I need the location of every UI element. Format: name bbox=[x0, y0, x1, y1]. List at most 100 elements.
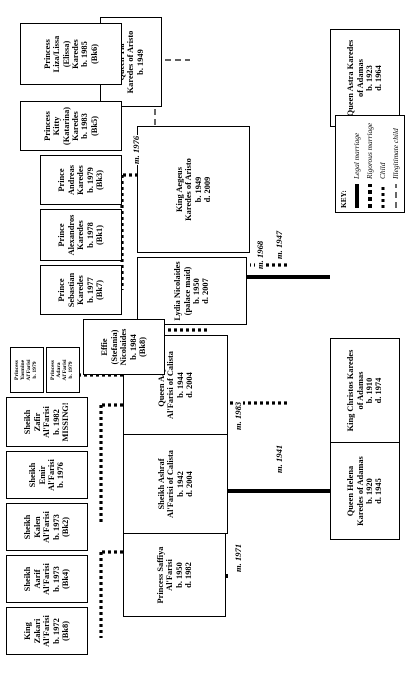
legend-label-child: Child bbox=[378, 162, 387, 179]
person-astra-line2: of Adamas bbox=[355, 59, 365, 97]
person-sebastian: Prince Sebastian Karedes b. 1977 (Bk7) bbox=[40, 265, 122, 315]
legend-title: KEY: bbox=[339, 190, 348, 208]
person-effie: Effie (Stefania) Nicolaides b. 1984 (Bk8… bbox=[83, 319, 165, 375]
person-andreas-line2: Andreas bbox=[66, 164, 76, 196]
legend-row-illegitimate: Illegitimate child bbox=[389, 120, 402, 208]
person-elissa-line6: (Bk6) bbox=[89, 44, 99, 65]
person-christos-line4: d. 1974 bbox=[374, 377, 384, 404]
person-saffiya-line2: Al'Farisi bbox=[165, 559, 175, 591]
person-kalen: Sheikh Kalen Al'Farisi b. 1973 (Bk2) bbox=[6, 503, 88, 551]
person-ashraf-line2: Al'Farisi of Calista bbox=[166, 450, 176, 518]
person-sebastian-line3: Karedes bbox=[76, 275, 86, 305]
person-helena-line1: Queen Helena bbox=[346, 465, 356, 517]
person-zafir-line3: Al'Farisi bbox=[42, 406, 52, 438]
person-alexandros-line1: Prince bbox=[57, 223, 67, 247]
person-kalen-line5: (Bk2) bbox=[61, 517, 71, 538]
person-effie-line4: b. 1984 bbox=[128, 334, 138, 360]
person-helena-line4: d. 1945 bbox=[374, 478, 384, 504]
legend-label-illegitimate: Illegitimate child bbox=[391, 128, 400, 179]
person-andreas-line3: Karedes bbox=[76, 165, 86, 195]
person-kalen-line2: Kalen bbox=[32, 516, 42, 538]
person-kitty-line5: b. 1983 bbox=[80, 113, 90, 139]
person-elissa-line2: Liza/Lissa bbox=[52, 35, 62, 73]
person-kitty-line1: Princess bbox=[42, 111, 52, 141]
legend-swatch-rigorous bbox=[367, 184, 372, 208]
person-alexandros-line4: b. 1978 bbox=[85, 222, 95, 248]
person-elissa-line4: Karedes bbox=[71, 39, 80, 69]
legend-row-legal: Legal marriage bbox=[350, 120, 363, 208]
person-lydia-line1: Lydia Nicolaides bbox=[173, 261, 183, 321]
person-kalen-line4: b. 1973 bbox=[51, 514, 61, 540]
person-andreas: Prince Andreas Karedes b. 1979 (Bk3) bbox=[40, 155, 122, 205]
person-aarif-line1: Sheikh bbox=[23, 566, 33, 592]
person-kitty-line3: (Katarina) bbox=[61, 106, 71, 146]
person-effie-line2: (Stefania) bbox=[109, 329, 119, 365]
marriage-label-aegeus-tia: m. 1976 bbox=[131, 134, 141, 165]
person-tia-line3: b. 1949 bbox=[135, 49, 145, 75]
person-astra-line4: d. 1964 bbox=[374, 65, 384, 91]
person-kitty-line6: (Bk5) bbox=[89, 116, 99, 137]
person-tia-line2: Karedes of Aristo bbox=[126, 30, 136, 94]
person-zakari-line5: (Bk8) bbox=[61, 621, 71, 642]
person-kitty-line4: Karedes bbox=[71, 111, 80, 141]
legend-key: KEY: Legal marriage Rigorous marriage Ch… bbox=[335, 115, 405, 213]
legend-swatch-illegitimate bbox=[394, 184, 397, 208]
person-sebastian-line2: Sebastian bbox=[66, 272, 76, 308]
person-aarif-line2: Aarif bbox=[32, 569, 42, 589]
person-saffiya-line3: b. 1950 bbox=[174, 562, 184, 588]
person-aarif: Sheikh Aarif Al'Farisi b. 1973 (Bk4) bbox=[6, 555, 88, 603]
person-helena-line2: Karedes of Adamas bbox=[355, 456, 365, 526]
person-zafir-line1: Sheikh bbox=[23, 409, 33, 435]
person-alexandros: Prince Alexandros Karedes b. 1978 (Bk1) bbox=[40, 209, 122, 261]
person-effie-line5: (Bk8) bbox=[138, 337, 148, 358]
person-aegeus: King Aegeus Karedes of Aristo b. 1949 d.… bbox=[137, 126, 250, 253]
person-christos-line1: King Christos Karedes bbox=[346, 349, 356, 432]
person-effie-line3: Nicolaides bbox=[119, 328, 129, 366]
person-andreas-line4: b. 1979 bbox=[85, 167, 95, 193]
person-saffiya-line4: d. 1982 bbox=[183, 562, 193, 588]
person-aaya-line2: Al'Farisi of Calista bbox=[166, 351, 176, 419]
person-lydia-line2: (palace maid) bbox=[182, 266, 192, 316]
person-zakari-line1: King bbox=[23, 622, 33, 640]
person-lydia: Lydia Nicolaides (palace maid) b. 1950 d… bbox=[137, 257, 247, 325]
legend-swatch-legal bbox=[354, 184, 359, 208]
person-emir-line4: b. 1976 bbox=[56, 462, 66, 488]
person-astra-line3: b. 1923 bbox=[365, 65, 374, 91]
person-emir-line2: Emir bbox=[37, 465, 47, 485]
person-andreas-line5: (Bk3) bbox=[95, 170, 105, 191]
person-zakari-line4: b. 1972 bbox=[51, 618, 61, 644]
person-kitty-line2: Kitty bbox=[52, 116, 62, 136]
person-zakari: King Zakari Al'Farisi b. 1972 (Bk8) bbox=[6, 607, 88, 655]
person-saffiya: Princess Saffiya Al'Farisi b. 1950 d. 19… bbox=[123, 533, 226, 617]
person-sebastian-line5: (Bk7) bbox=[95, 280, 105, 301]
person-ashraf-line1: Sheikh Ashraf bbox=[156, 458, 166, 510]
marriage-label-aegeus-lydia: m. 1968 bbox=[255, 239, 265, 270]
person-alexandros-line2: Alexandros bbox=[66, 214, 76, 256]
person-aarif-line4: b. 1973 bbox=[51, 566, 61, 592]
legend-row-rigorous: Rigorous marriage bbox=[363, 120, 376, 208]
legend-row-child: Child bbox=[376, 120, 389, 208]
person-kalen-line3: Al'Farisi bbox=[42, 511, 52, 543]
person-christos: King Christos Karedes of Adamas b. 1910 … bbox=[330, 338, 400, 443]
person-aaya-line4: d. 2004 bbox=[184, 372, 194, 398]
person-zafir-line4: b. 1982 bbox=[51, 409, 61, 435]
person-aegeus-line1: King Aegeus bbox=[174, 167, 184, 212]
marriage-label-ashraf-aaya: m. 1983 bbox=[233, 400, 243, 431]
person-aegeus-line3: b. 1949 bbox=[193, 176, 203, 203]
person-astra: Queen Astra Karedes of Adamas b. 1923 d.… bbox=[330, 29, 400, 127]
person-zakari-line3: Al'Farisi bbox=[42, 615, 52, 647]
person-saffiya-line1: Princess Saffiya bbox=[155, 546, 165, 604]
person-aarif-line3: Al'Farisi bbox=[42, 563, 52, 595]
marriage-label-ashraf-saffiya: m. 1971 bbox=[233, 542, 243, 573]
person-zakari-line2: Zakari bbox=[32, 618, 42, 644]
legend-swatch-child bbox=[381, 184, 384, 208]
person-elissa-line1: Princess bbox=[42, 39, 52, 69]
person-zafir-line2: Zafir bbox=[32, 412, 42, 432]
legend-label-legal: Legal marriage bbox=[352, 132, 361, 179]
person-adara-line4: b. 1979 bbox=[67, 361, 74, 379]
person-sebastian-line1: Prince bbox=[57, 278, 67, 302]
